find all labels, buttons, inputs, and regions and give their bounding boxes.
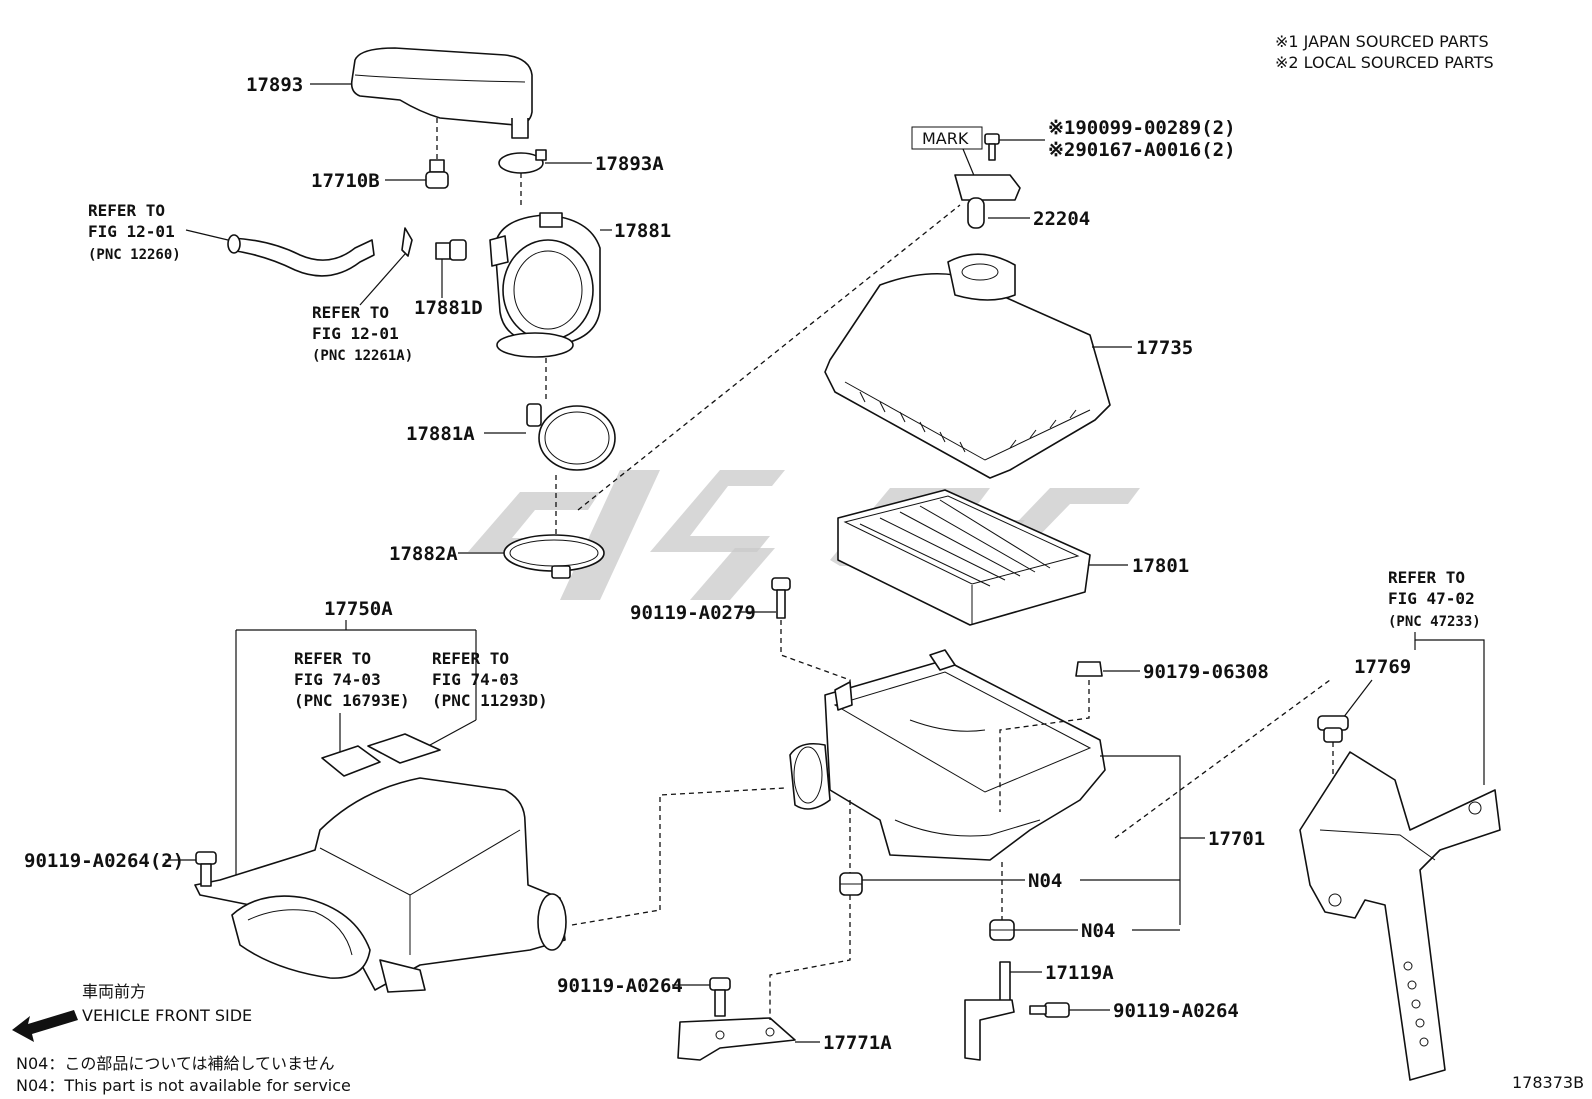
refer-d-line2: FIG 74-03 [432,670,519,689]
label-22204: 22204 [1033,208,1090,230]
label-17881D: 17881D [414,297,483,319]
legend-japan-sourced: ※1 JAPAN SOURCED PARTS [1275,32,1489,51]
radiator-support-bracket [1299,751,1501,1081]
note-n04-jp: N04：この部品については補給していません [16,1054,335,1073]
note-n04-en: N04：This part is not available for servi… [16,1076,351,1095]
label-17893A: 17893A [595,153,664,175]
refer-a-line1: REFER TO [88,201,165,220]
label-sticker-16793E [321,745,381,777]
label-90119-A0264-right: 90119-A0264 [1113,1000,1239,1022]
label-17801: 17801 [1132,555,1189,577]
legend-local-sourced: ※2 LOCAL SOURCED PARTS [1275,53,1494,72]
label-90119-A0264-2: 90119-A0264(2) [24,850,184,872]
clip-ref-12261A [401,227,413,257]
label-N04-upper: N04 [1028,870,1062,892]
grommet-N04-upper [839,872,863,896]
label-17119A: 17119A [1045,962,1114,984]
label-17701: 17701 [1208,828,1265,850]
refer-c-line1: REFER TO [294,649,371,668]
label-17881A: 17881A [406,423,475,445]
resonator-17893 [350,47,533,139]
refer-b-line3: (PNC 12261A) [312,348,413,364]
air-filter-element-17801 [837,489,1091,626]
bolt-90119-A0279 [771,577,791,619]
refer-e-line2: FIG 47-02 [1388,589,1475,608]
refer-a-line2: FIG 12-01 [88,222,175,241]
label-17769: 17769 [1354,656,1411,678]
label-17771A: 17771A [823,1032,892,1054]
fitting-17881D [435,239,467,261]
grommet-17769 [1317,715,1349,743]
refer-e-line3: (PNC 47233) [1388,614,1481,630]
bolt-90119-A0264-2 [195,851,217,887]
mass-air-flow-sensor-22204 [954,174,1021,229]
label-N04-lower: N04 [1081,920,1115,942]
refer-c-line2: FIG 74-03 [294,670,381,689]
mark-label: MARK [922,129,969,148]
clamp-17881A [526,403,616,471]
grommet-N04-lower [989,919,1015,941]
vehicle-front-arrow-icon [12,1010,78,1042]
clamp-17893A [498,149,547,174]
refer-c-line3: (PNC 16793E) [294,691,410,710]
air-cleaner-case-17701 [789,649,1106,861]
clamp-17882A [503,534,605,579]
bracket-17771A [677,1017,796,1061]
mark-box [911,126,983,150]
refer-b-line2: FIG 12-01 [312,324,399,343]
label-17710B: 17710B [311,170,380,192]
figure-code: 178373B [1512,1073,1584,1092]
bolt-90119-A0264-right [1029,1002,1070,1018]
label-17735: 17735 [1136,337,1193,359]
label-sticker-11293D [367,733,441,764]
nut-90179-06308 [1075,661,1103,677]
bolt-90119-A0264-left [709,977,731,1017]
refer-b-line1: REFER TO [312,303,389,322]
stud-17119A [964,961,1015,1061]
label-17881: 17881 [614,220,671,242]
screw-ref-2: ※290167-A0016(2) [1048,139,1236,161]
label-90119-A0279: 90119-A0279 [630,602,756,624]
refer-d-line1: REFER TO [432,649,509,668]
front-side-en: VEHICLE FRONT SIDE [82,1006,252,1025]
label-90179-06308: 90179-06308 [1143,661,1269,683]
label-17893: 17893 [246,74,303,96]
grommet-17710B [425,159,449,189]
label-90119-A0264-left: 90119-A0264 [557,975,683,997]
refer-d-line3: (PNC 11293D) [432,691,548,710]
air-inlet-duct-17750A [194,777,567,993]
air-cleaner-cover-17735 [824,253,1111,479]
label-17882A: 17882A [389,543,458,565]
front-side-jp: 車両前方 [82,982,146,1001]
screw-sensor [984,133,1000,161]
screw-ref-1: ※190099-00289(2) [1048,117,1236,139]
refer-e-line1: REFER TO [1388,568,1465,587]
label-17750A: 17750A [324,598,393,620]
inlet-17881 [489,212,601,358]
refer-a-line3: (PNC 12260) [88,247,181,263]
hose-ref-12260 [227,234,375,277]
